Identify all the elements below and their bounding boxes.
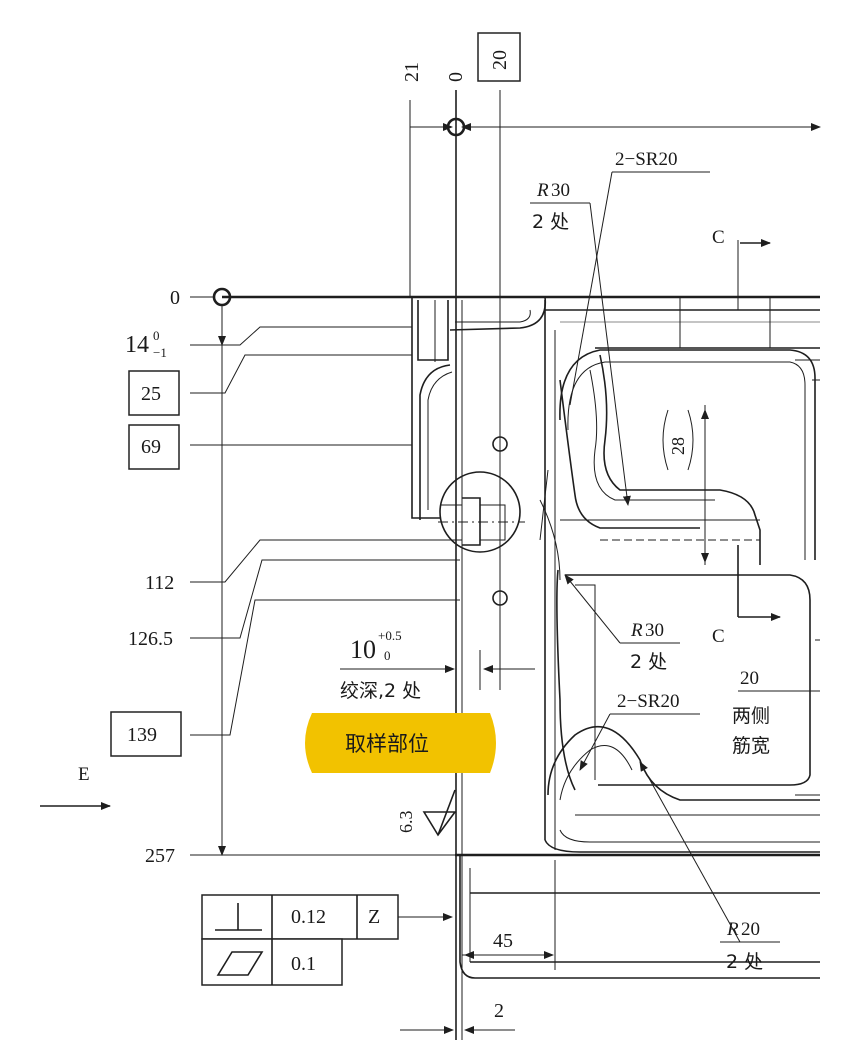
dim-left-112: 112: [145, 572, 174, 594]
svg-text:R: R: [536, 180, 549, 201]
svg-text:30: 30: [551, 180, 570, 201]
rib-width-note: 20 两侧 筋宽: [732, 668, 820, 757]
svg-text:两侧: 两侧: [732, 705, 770, 727]
svg-text:45: 45: [493, 930, 513, 952]
svg-text:14: 14: [125, 332, 149, 358]
svg-text:C: C: [712, 626, 725, 647]
dim-top-21: 21: [401, 62, 423, 82]
dim-top-20: 20: [489, 50, 511, 70]
view-marker-e: E: [40, 764, 111, 810]
svg-text:28: 28: [668, 437, 688, 455]
left-dimension-lines: [190, 296, 460, 856]
svg-text:20: 20: [740, 668, 759, 689]
flatness-icon: [216, 951, 264, 976]
surface-roughness-symbol: 6.3: [396, 789, 457, 837]
datum-circles: [212, 117, 508, 606]
dim-2: 2: [400, 1000, 515, 1034]
svg-text:2−SR20: 2−SR20: [617, 691, 679, 712]
svg-text:2 处: 2 处: [630, 651, 667, 673]
svg-text:+0.5: +0.5: [378, 628, 402, 643]
svg-text:C: C: [712, 227, 725, 248]
svg-text:−1: −1: [153, 345, 167, 360]
perpendicularity-icon: [215, 903, 262, 931]
dim-left-257: 257: [145, 845, 175, 867]
section-marker-c-top: C: [712, 227, 771, 248]
dim-left-25: 25: [141, 383, 161, 405]
dim-left-0: 0: [170, 287, 180, 309]
dim-28: 28: [662, 405, 709, 565]
dim-left-69-box: [128, 424, 180, 470]
svg-text:20: 20: [741, 919, 760, 940]
svg-text:2 处: 2 处: [532, 211, 569, 233]
callout-r30-top: R 30 2 处: [530, 180, 631, 506]
svg-text:0: 0: [153, 328, 160, 343]
svg-text:0.1: 0.1: [291, 953, 316, 975]
svg-text:0: 0: [384, 648, 391, 663]
dim-left-25-box: [128, 370, 180, 416]
svg-text:2−SR20: 2−SR20: [615, 149, 677, 170]
dim-left-69: 69: [141, 436, 161, 458]
svg-text:6.3: 6.3: [396, 811, 416, 834]
part-outline: [222, 90, 820, 1040]
geometric-tolerance-frame: 0.12 Z 0.1: [201, 894, 453, 986]
section-marker-c-bottom: C: [712, 545, 781, 647]
sample-location-highlight: 取样部位: [305, 713, 496, 773]
callout-r20: R 20 2 处: [639, 761, 780, 973]
dim-45: 45: [462, 930, 554, 959]
svg-text:取样部位: 取样部位: [345, 732, 429, 756]
ream-dimension: 10 +0.5 0 绞深,2 处: [340, 628, 535, 702]
svg-text:30: 30: [645, 620, 664, 641]
dim-top-0: 0: [445, 72, 467, 82]
svg-text:10: 10: [350, 635, 376, 664]
svg-text:绞深,2 处: 绞深,2 处: [340, 680, 421, 702]
svg-text:R: R: [630, 620, 643, 641]
svg-text:2 处: 2 处: [726, 951, 763, 973]
callout-2-sr20-mid: 2−SR20: [579, 691, 700, 771]
svg-text:筋宽: 筋宽: [732, 735, 770, 757]
dim-top-20-box: [477, 32, 521, 82]
dim-left-139-box: [110, 711, 182, 757]
svg-text:0.12: 0.12: [291, 906, 326, 928]
dim-left-126-5: 126.5: [128, 628, 173, 650]
svg-text:E: E: [78, 764, 90, 785]
dim-left-14: 14 0 −1: [125, 328, 167, 360]
dim-left-139: 139: [127, 724, 157, 746]
callout-2-sr20-top: 2−SR20: [569, 149, 710, 406]
svg-text:2: 2: [494, 1000, 504, 1022]
svg-text:Z: Z: [368, 906, 380, 928]
callout-r30-mid: R 30 2 处: [564, 574, 680, 673]
